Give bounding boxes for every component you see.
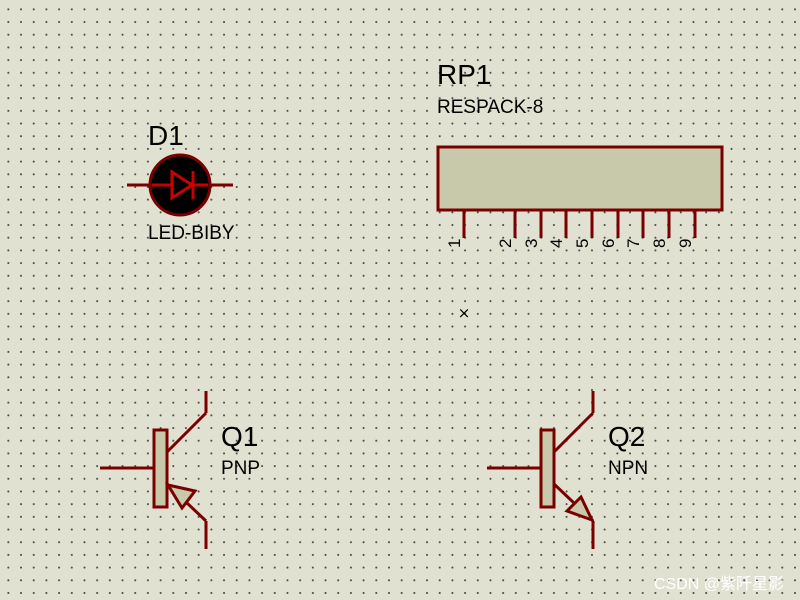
rp1-pin-label: 4 bbox=[547, 239, 566, 248]
q2-reference: Q2 bbox=[608, 421, 645, 452]
q1-value: PNP bbox=[221, 458, 260, 479]
rp1-pin-label: 7 bbox=[624, 239, 643, 248]
led-diode-icon bbox=[127, 153, 233, 217]
transistor-q2[interactable]: Q2 NPN bbox=[487, 391, 648, 549]
rp1-pin-label: 1 bbox=[445, 239, 464, 248]
d1-reference: D1 bbox=[148, 120, 184, 151]
rp1-pin-label: 9 bbox=[676, 239, 695, 248]
cursor-cross-icon: × bbox=[458, 304, 471, 322]
npn-transistor-icon bbox=[487, 391, 595, 549]
q1-reference: Q1 bbox=[221, 421, 258, 452]
pnp-transistor-icon bbox=[100, 391, 208, 549]
rp1-pin-label: 2 bbox=[496, 239, 515, 248]
transistor-q1[interactable]: Q1 PNP bbox=[100, 391, 260, 549]
watermark: CSDN @紫阡星影 bbox=[654, 575, 784, 593]
rp1-pin-label: 3 bbox=[522, 239, 541, 248]
resistor-pack-icon bbox=[436, 145, 724, 238]
rp1-value: RESPACK-8 bbox=[437, 97, 543, 118]
resistor-pack-rp1[interactable]: RP1 RESPACK-8 1 2 3 4 5 6 7 8 9 bbox=[436, 59, 724, 248]
d1-value: LED-BIBY bbox=[148, 223, 235, 244]
q2-value: NPN bbox=[608, 458, 648, 479]
rp1-pin-label: 5 bbox=[573, 239, 592, 248]
rp1-pin-label: 8 bbox=[650, 239, 669, 248]
rp1-pin-label: 6 bbox=[599, 239, 618, 248]
led-d1[interactable]: D1 LED-BIBY bbox=[127, 120, 235, 244]
rp1-reference: RP1 bbox=[437, 59, 491, 90]
